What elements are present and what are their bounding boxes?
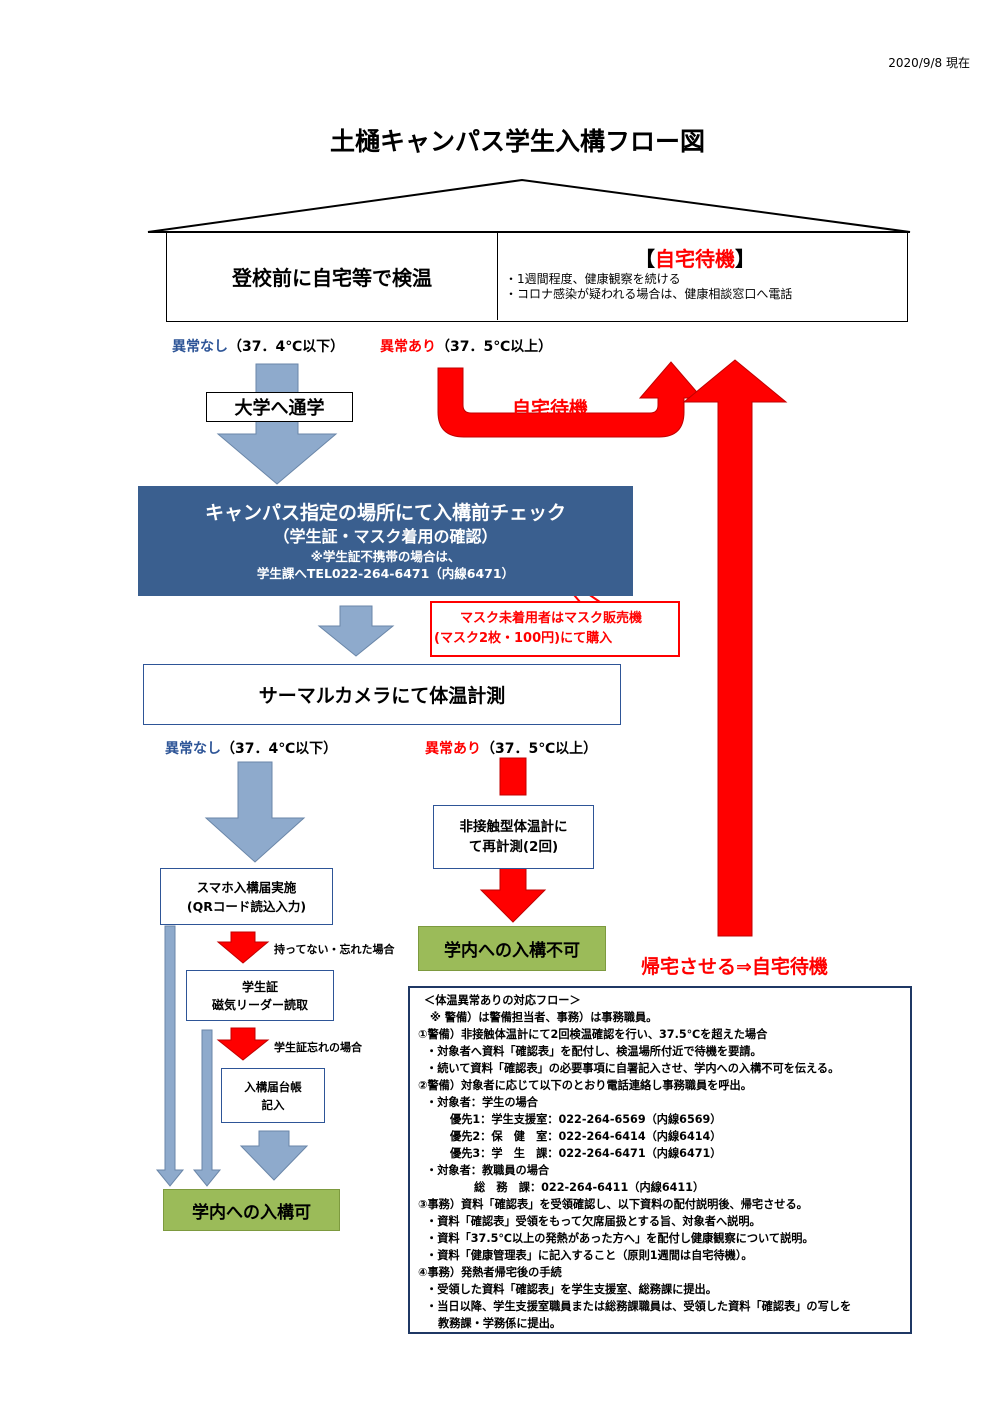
ledger-line1: 入構届台帳 xyxy=(244,1079,302,1094)
red-arrow-to-recheck xyxy=(499,757,527,796)
check-line4: 学生課へTEL022-264-6471（内線6471） xyxy=(256,566,515,581)
smartphone-box: スマホ入構届実施 (QRコード読込入力) xyxy=(160,868,333,925)
memo-line: 教務課・学務係に提出。 xyxy=(438,1317,562,1330)
pre-check-label: 登校前に自宅等で検温 xyxy=(232,266,432,290)
smartphone-line2: (QRコード読込入力) xyxy=(186,898,307,914)
memo-line: 総 務 課：022-264-6411（内線6411） xyxy=(474,1181,705,1194)
u-turn-label: 自宅待機 xyxy=(512,398,589,420)
check-line2: （学生証・マスク着用の確認） xyxy=(273,527,498,546)
cond2-abnormal-range: （37．5℃以上） xyxy=(481,741,598,757)
cond1-normal: 異常なし（37．4℃以下） xyxy=(172,336,344,356)
memo-line: ・続いて資料「確認表」の必要事項に自署記入させ、学内への入構不可を伝える。 xyxy=(426,1062,840,1075)
no-phone-note: 持ってない・忘れた場合 xyxy=(274,943,395,956)
home-wait-line1: ・1週間程度、健康観察を続ける xyxy=(505,272,681,286)
memo-line: ※ 警備）は警備担当者、事務）は事務職員。 xyxy=(430,1011,658,1024)
ledger-box: 入構届台帳 記入 xyxy=(221,1068,325,1123)
allow-label: 学内への入構可 xyxy=(192,1202,311,1223)
recheck-line1: 非接触型体温計に xyxy=(459,819,568,835)
cond1-normal-range: （37．4℃以下） xyxy=(228,339,345,355)
memo-line: ・資料「健康管理表」に記入すること（原則1週間は自宅待機）。 xyxy=(426,1249,753,1262)
allow-entry-box: 学内への入構可 xyxy=(163,1189,340,1231)
forgot-card-note: 学生証忘れの場合 xyxy=(274,1041,362,1054)
deny-label: 学内への入構不可 xyxy=(444,941,580,961)
commute-label: 大学へ通学 xyxy=(234,398,325,419)
blue-arrow-4 xyxy=(239,1130,309,1181)
cond2-abnormal-label: 異常あり xyxy=(425,741,481,757)
commute-box: 大学へ通学 xyxy=(206,392,353,422)
abnormal-response-memo: ＜体温異常ありの対応フロー＞ ※ 警備）は警備担当者、事務）は事務職員。 ①警備… xyxy=(408,986,912,1334)
blue-arrow-1 xyxy=(216,363,338,485)
bypass-arrow-1 xyxy=(155,925,185,1187)
u-turn-arrow xyxy=(437,361,704,438)
red-arrow-to-deny xyxy=(479,867,547,923)
blue-arrow-2 xyxy=(317,605,395,657)
thermal-box: サーマルカメラにて体温計測 xyxy=(143,664,621,725)
return-home-arrow xyxy=(682,359,788,937)
memo-line: ・対象者：学生の場合 xyxy=(426,1096,538,1109)
roof-shape xyxy=(147,178,911,233)
check-line3: ※学生証不携帯の場合は、 xyxy=(310,549,461,564)
home-wait-line2: ・コロナ感染が疑われる場合は、健康相談窓口へ電話 xyxy=(505,287,793,301)
check-line1: キャンパス指定の場所にて入構前チェック xyxy=(204,502,566,524)
home-wait-cell: 【自宅待機】 ・1週間程度、健康観察を続ける ・コロナ感染が疑われる場合は、健康… xyxy=(505,243,905,302)
home-wait-title: 自宅待機 xyxy=(655,247,735,271)
cond1-normal-label: 異常なし xyxy=(172,339,228,355)
memo-line: ①警備）非接触体温計にて2回検温確認を行い、37.5℃を超えた場合 xyxy=(418,1028,768,1041)
memo-line: 優先3：学 生 課：022-264-6471（内線6471） xyxy=(450,1147,722,1160)
memo-line: ④事務）発熱者帰宅後の手続 xyxy=(418,1266,562,1279)
card-reader-box: 学生証 磁気リーダー読取 xyxy=(186,970,334,1021)
page-title: 土樋キャンパス学生入構フロー図 xyxy=(329,127,705,156)
memo-line: 優先1：学生支援室：022-264-6569（内線6569） xyxy=(450,1113,722,1126)
go-home-label: 帰宅させる⇒自宅待機 xyxy=(641,956,828,978)
cond2-normal: 異常なし（37．4℃以下） xyxy=(165,738,337,758)
card-line1: 学生証 xyxy=(241,979,278,994)
memo-line: ・当日以降、学生支援室職員または総務課職員は、受領した資料「確認表」の写しを xyxy=(426,1300,852,1313)
bracket-open: 【 xyxy=(635,247,655,271)
mask-note-line1: マスク未着用者はマスク販売機 xyxy=(460,611,643,626)
cond2-abnormal: 異常あり（37．5℃以上） xyxy=(425,738,597,758)
memo-heading: ＜体温異常ありの対応フロー＞ xyxy=(424,994,581,1007)
cond2-normal-range: （37．4℃以下） xyxy=(221,741,338,757)
home-wait-title-row: 【自宅待機】 xyxy=(485,243,905,272)
memo-line: 優先2：保 健 室：022-264-6414（内線6414） xyxy=(450,1130,722,1143)
blue-arrow-3 xyxy=(204,761,306,863)
memo-line: ・対象者へ資料「確認表」を配付し、検温場所付近で待機を要請。 xyxy=(426,1045,762,1058)
memo-line: ③事務）資料「確認表」を受領確認し、以下資料の配付説明後、帰宅させる。 xyxy=(418,1198,808,1211)
recheck-line2: て再計測(2回) xyxy=(468,839,559,855)
top-box: 登校前に自宅等で検温 【自宅待機】 ・1週間程度、健康観察を続ける ・コロナ感染… xyxy=(166,232,908,322)
cond1-abnormal-range: （37．5℃以上） xyxy=(436,339,553,355)
recheck-box: 非接触型体温計に て再計測(2回) xyxy=(433,805,594,869)
cond2-normal-label: 異常なし xyxy=(165,741,221,757)
memo-line: ②警備）対象者に応じて以下のとおり電話連絡し事務職員を呼出。 xyxy=(418,1079,752,1092)
memo-line: ・資料「確認表」受領をもって欠席届扱とする旨、対象者へ説明。 xyxy=(426,1215,761,1228)
date-note: 2020/9/8 現在 xyxy=(888,56,970,70)
entry-check-box: キャンパス指定の場所にて入構前チェック （学生証・マスク着用の確認） ※学生証不… xyxy=(138,486,633,596)
red-arrow-forgot-card xyxy=(216,1027,270,1061)
deny-entry-box: 学内への入構不可 xyxy=(418,926,606,971)
memo-line: ・受領した資料「確認表」を学生支援室、総務課に提出。 xyxy=(426,1283,717,1296)
memo-line: ・資料「37.5℃以上の発熱があった方へ」を配付し健康観察について説明。 xyxy=(426,1232,814,1245)
thermal-label: サーマルカメラにて体温計測 xyxy=(258,685,506,707)
cond1-abnormal: 異常あり（37．5℃以上） xyxy=(380,336,552,356)
bracket-close: 】 xyxy=(735,247,755,271)
red-arrow-no-phone xyxy=(216,931,270,964)
cond1-abnormal-label: 異常あり xyxy=(380,339,436,355)
top-left-cell: 登校前に自宅等で検温 xyxy=(167,233,498,320)
smartphone-line1: スマホ入構届実施 xyxy=(196,879,297,895)
memo-line: ・対象者：教職員の場合 xyxy=(426,1164,550,1177)
ledger-line2: 記入 xyxy=(261,1097,285,1112)
bypass-arrow-2 xyxy=(192,1029,222,1187)
mask-note: マスク未着用者はマスク販売機 (マスク2枚・100円)にて購入 xyxy=(430,601,680,657)
mask-note-line2: (マスク2枚・100円)にて購入 xyxy=(434,631,613,646)
card-line2: 磁気リーダー読取 xyxy=(211,997,308,1012)
